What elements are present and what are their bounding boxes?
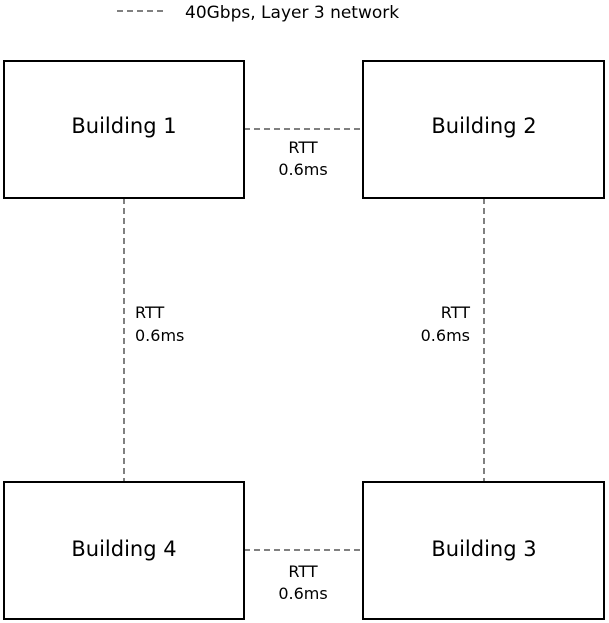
building-box: [3, 60, 245, 199]
building-label: Building 4: [71, 537, 176, 561]
rtt-label: RTT: [288, 138, 317, 157]
building-3: Building 3: [362, 481, 605, 620]
building-label: Building 3: [431, 537, 536, 561]
rtt-value: 0.6ms: [278, 584, 327, 603]
rtt-label: RTT: [135, 303, 164, 322]
building-box: [362, 60, 605, 199]
legend-label: 40Gbps, Layer 3 network: [185, 3, 399, 23]
link-b1-b2: RTT 0.6ms: [244, 128, 363, 179]
link-b2-b3: RTT 0.6ms: [421, 198, 485, 482]
rtt-value: 0.6ms: [135, 326, 184, 345]
rtt-value: 0.6ms: [278, 160, 327, 179]
building-1: Building 1: [3, 60, 245, 199]
building-box: [3, 481, 245, 620]
building-box: [362, 481, 605, 620]
building-label: Building 1: [71, 114, 176, 138]
building-4: Building 4: [3, 481, 245, 620]
link-b4-b3: RTT 0.6ms: [244, 549, 363, 603]
building-label: Building 2: [431, 114, 536, 138]
link-b1-b4: RTT 0.6ms: [123, 198, 184, 482]
rtt-label: RTT: [441, 303, 470, 322]
building-2: Building 2: [362, 60, 605, 199]
rtt-value: 0.6ms: [421, 326, 470, 345]
rtt-label: RTT: [288, 562, 317, 581]
legend: 40Gbps, Layer 3 network: [117, 3, 399, 23]
